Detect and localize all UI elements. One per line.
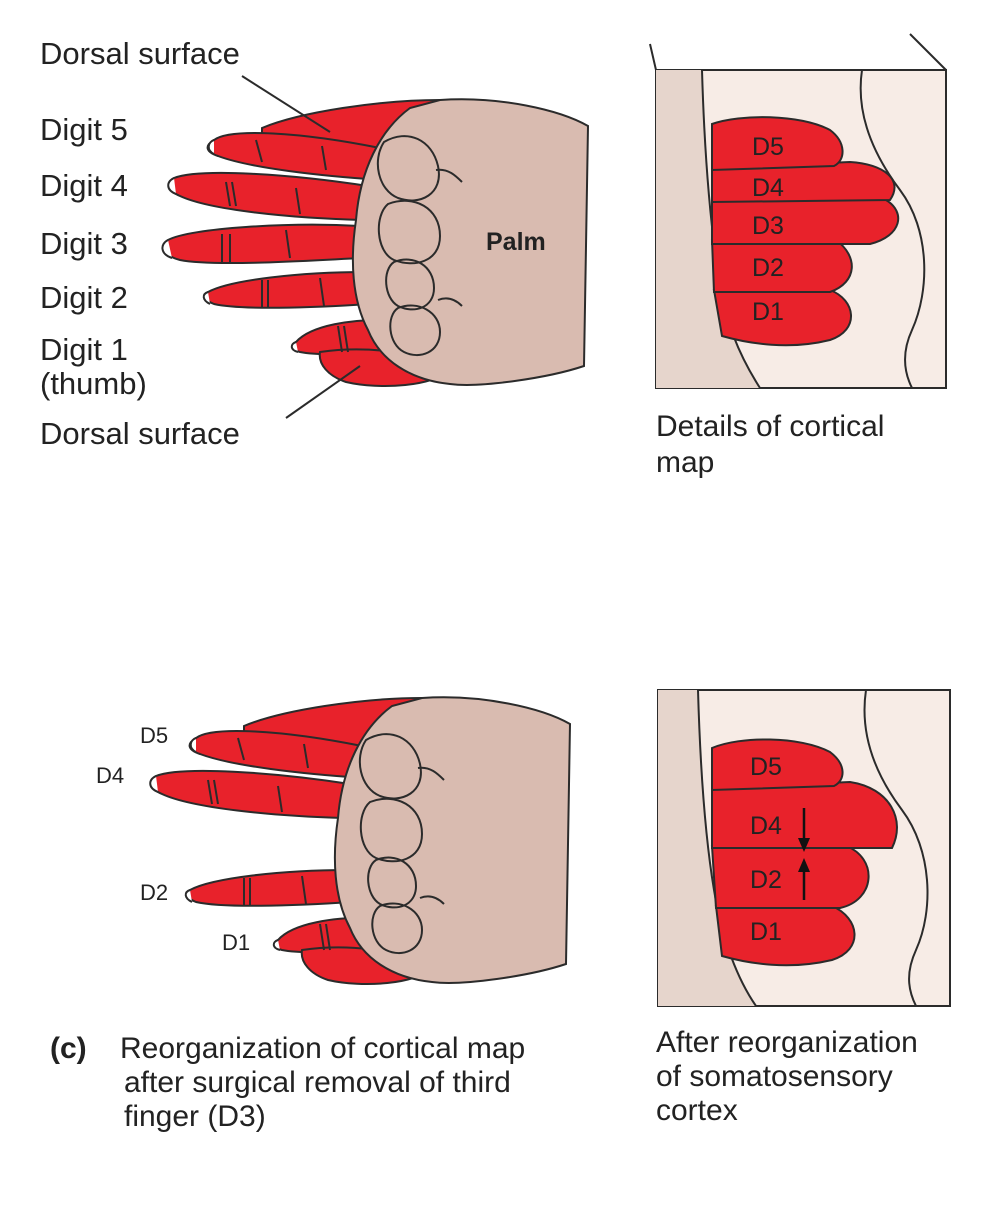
panel-caption-line3: finger (D3) (124, 1100, 266, 1133)
cortex-bottom-label-d5: D5 (750, 753, 782, 781)
nail-digit1 (290, 341, 299, 353)
panel-caption-line2: after surgical removal of third (124, 1066, 511, 1099)
cortex-top-label-d5: D5 (752, 133, 784, 161)
cortex-top-region-d4 (711, 160, 896, 204)
cortex-bottom-gyrus-line (863, 689, 929, 1007)
cortex-top: D5 D4 D3 D2 D1 Details of cortical map (649, 33, 947, 479)
cortex-top-region-d3 (711, 199, 900, 245)
cortex-top-sulcus (656, 70, 760, 388)
cortex-bottom-label-d4: D4 (750, 812, 782, 840)
nail-digit2 (202, 291, 211, 305)
label-thumb: (thumb) (40, 366, 147, 401)
bottom-label-d2: D2 (140, 880, 168, 905)
nail-digit3 (161, 239, 173, 259)
bottom-label-d1: D1 (222, 930, 250, 955)
leader-line-dorsal-top (241, 75, 331, 133)
arrow-up-icon (798, 858, 810, 900)
label-dorsal-surface-bottom: Dorsal surface (40, 416, 240, 451)
digit3-shape (163, 223, 361, 265)
bottom-label-d4: D4 (96, 763, 124, 788)
panel-caption-line1: Reorganization of cortical map (120, 1032, 525, 1065)
cortex-bottom-label-d2: D2 (750, 866, 782, 894)
cortex-bottom-caption-line2: of somatosensory (656, 1060, 893, 1093)
joint-creases-top (221, 139, 349, 353)
cortex-top-region-d1 (712, 289, 852, 347)
cortex-bottom-caption-line3: cortex (656, 1094, 738, 1127)
label-palm: Palm (486, 228, 546, 256)
label-digit1: Digit 1 (40, 332, 128, 367)
cortex-top-label-d2: D2 (752, 254, 784, 282)
cortex-bottom-label-d1: D1 (750, 918, 782, 946)
panel-caption: (c) Reorganization of cortical map after… (50, 1032, 525, 1133)
hand-top: Dorsal surface Digit 5 Digit 4 Digit 3 D… (40, 36, 589, 451)
cortex-bottom-sulcus (658, 690, 756, 1006)
label-digit5: Digit 5 (40, 112, 128, 147)
bottom-digit2-shape (185, 868, 354, 907)
arrow-down-icon (798, 808, 810, 852)
cortex-bottom: D5 D4 D2 D1 After reorganization of soma… (656, 689, 951, 1127)
palm-shape (351, 98, 589, 386)
leader-line-dorsal-bottom (285, 365, 361, 419)
cortex-bottom-region-d5 (711, 738, 844, 792)
cortex-top-caption-line2: map (656, 446, 714, 479)
bottom-digit4-shape (149, 769, 352, 820)
cortex-bottom-caption-line1: After reorganization (656, 1026, 918, 1059)
label-digit4: Digit 4 (40, 168, 128, 203)
cortex-top-label-d3: D3 (752, 212, 784, 240)
bottom-palm-shape (333, 696, 571, 984)
label-digit2: Digit 2 (40, 280, 128, 315)
cortex-top-caption-line1: Details of cortical (656, 410, 884, 443)
cortex-bottom-region-d2 (710, 845, 870, 909)
label-dorsal-surface-top: Dorsal surface (40, 36, 240, 71)
nail-digit5 (207, 139, 215, 155)
cortex-top-gyrus-line (859, 69, 926, 389)
bottom-label-d5: D5 (140, 723, 168, 748)
nail-digit4 (167, 177, 177, 195)
cortex-top-label-d4: D4 (752, 174, 784, 202)
panel-caption-letter: (c) (50, 1032, 87, 1065)
cortex-bottom-region-d1 (714, 905, 856, 967)
cortex-top-label-d1: D1 (752, 298, 784, 326)
digit4-shape (167, 171, 370, 222)
cortex-top-region-d5 (711, 116, 844, 172)
hand-bottom (149, 696, 571, 985)
label-digit3: Digit 3 (40, 226, 128, 261)
digit2-shape (203, 270, 372, 309)
